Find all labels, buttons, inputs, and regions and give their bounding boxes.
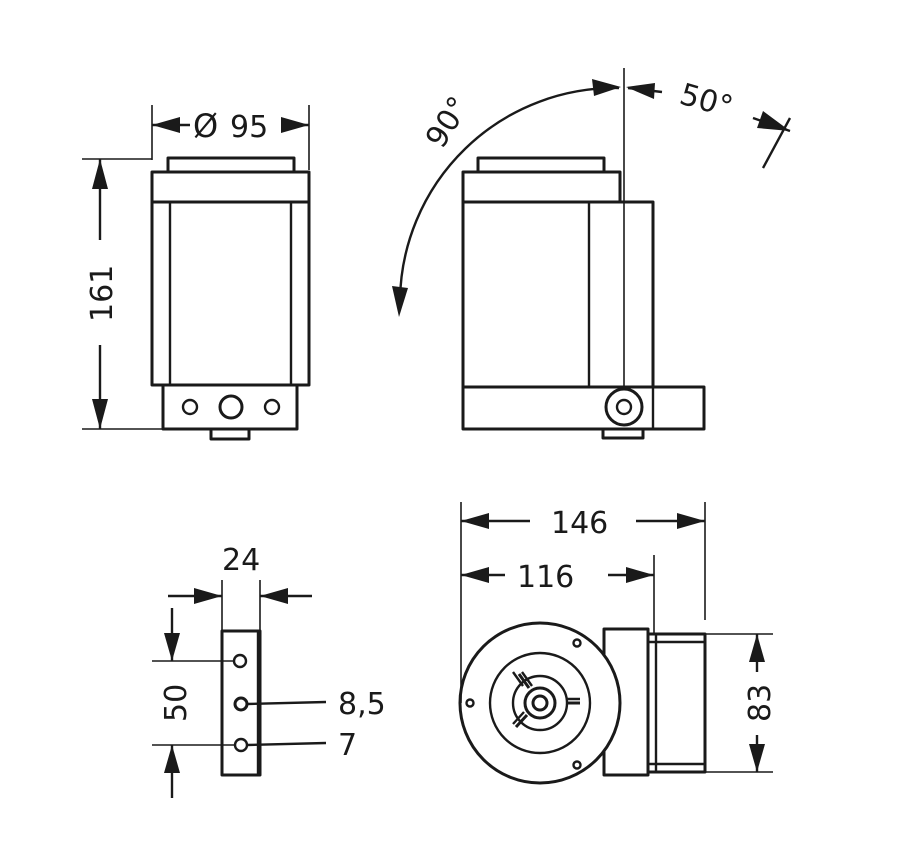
front-base-hole-left <box>181 398 199 416</box>
bracket-body <box>646 632 707 774</box>
pivot-pin <box>615 398 633 416</box>
pivot-joint <box>604 387 644 427</box>
tilt-forward-angle-label: 50° <box>676 77 737 125</box>
small-hole-label: 7 <box>338 728 357 763</box>
base-plate-view: 24 50 8,5 7 <box>152 543 386 798</box>
front-base-hole-right <box>263 398 281 416</box>
diameter-symbol: Ø <box>193 107 218 145</box>
front-foot <box>209 427 251 441</box>
front-upper-band <box>150 170 311 204</box>
hub-middle <box>523 686 557 720</box>
base-disc <box>458 621 622 785</box>
large-hole-label: 8,5 <box>338 687 386 722</box>
diameter-label: 95 <box>230 110 268 145</box>
front-base-hole-center <box>218 394 244 420</box>
disc-inner-ring <box>488 651 592 755</box>
front-top-cap <box>166 156 296 174</box>
side-body <box>461 200 655 389</box>
bottom-view: 146 116 83 <box>458 502 778 785</box>
disc-spokes <box>514 673 580 729</box>
tilt-forward-limit-line <box>761 117 792 169</box>
side-upper-band <box>461 170 622 204</box>
front-base <box>161 383 299 431</box>
height-label: 161 <box>85 265 120 322</box>
total-length-label: 146 <box>551 506 608 541</box>
side-base <box>461 385 706 431</box>
side-view: 90° 50° <box>392 68 792 440</box>
side-top-cap <box>476 156 606 174</box>
mount-hole-3 <box>572 760 582 770</box>
pivot-length-label: 116 <box>517 560 574 595</box>
bracket-height-label: 83 <box>743 684 778 722</box>
mount-hole-2 <box>465 698 475 708</box>
plate-width-label: 24 <box>222 543 260 578</box>
side-foot <box>601 427 645 440</box>
mount-hole-1 <box>572 638 582 648</box>
tilt-back-arc <box>398 86 620 301</box>
front-body <box>150 200 311 387</box>
hub-center <box>531 694 549 712</box>
hole-spacing-label: 50 <box>159 684 194 722</box>
front-view: Ø 95 161 <box>82 105 311 441</box>
